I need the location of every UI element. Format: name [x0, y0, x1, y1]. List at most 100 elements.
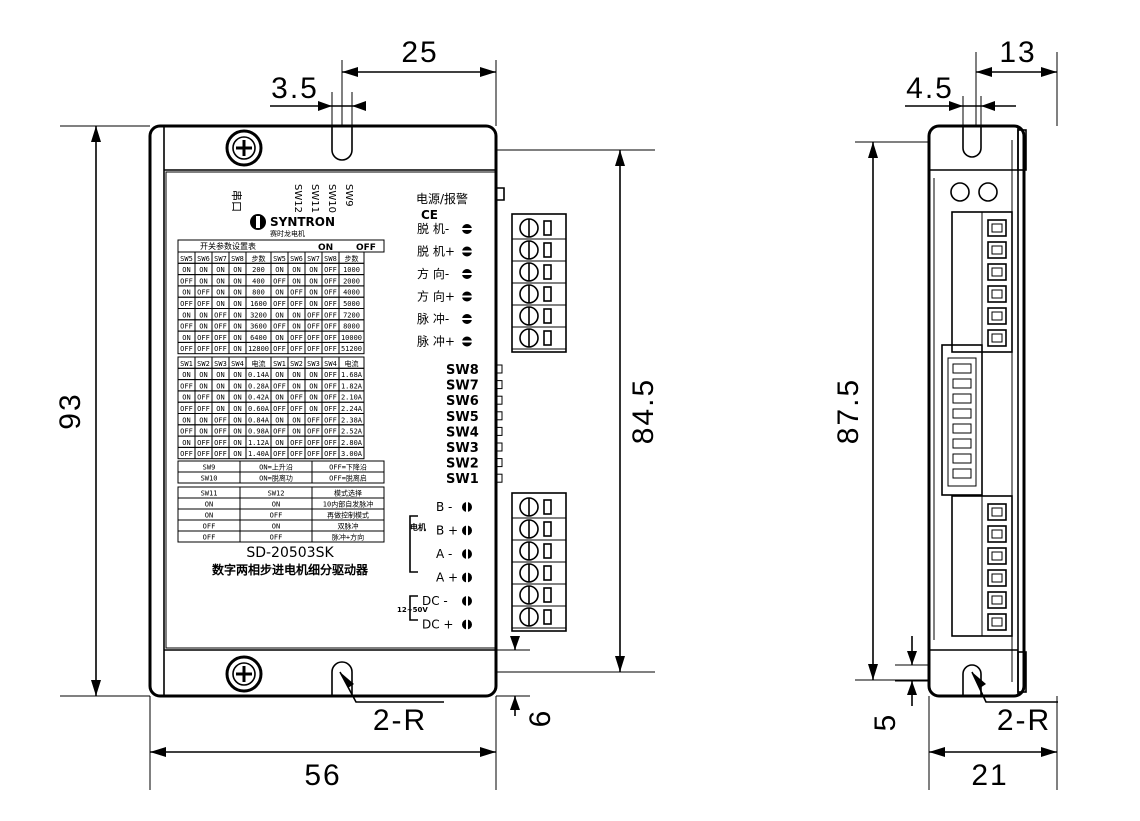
mode-table-cell: OFF — [270, 512, 283, 520]
step-table-cell: 8000 — [343, 323, 360, 331]
current-table-cell: ON — [275, 371, 283, 379]
current-table-cell: 2.52A — [341, 428, 363, 436]
current-table-cell: 2.38A — [341, 416, 363, 424]
current-table-cell: OFF — [307, 450, 320, 458]
step-table-cell: 3200 — [250, 311, 267, 319]
current-table-cell: 2.10A — [341, 394, 363, 402]
step-table-cell: OFF — [214, 311, 227, 319]
step-table-cell: ON — [275, 266, 283, 274]
step-table-cell: OFF — [273, 323, 286, 331]
step-table-cell: OFF — [197, 289, 210, 297]
current-table-cell: OFF — [324, 371, 337, 379]
current-table-cell: ON — [275, 439, 283, 447]
current-table-cell: ON — [275, 394, 283, 402]
current-table-cell: OFF — [214, 450, 227, 458]
step-table-cell: ON — [182, 311, 190, 319]
control-terminal-labels: 脱 机-脱 机+方 向-方 向+脉 冲-脉 冲+ — [417, 221, 472, 349]
brand-name-cn: 赛时龙电机 — [270, 229, 305, 238]
current-table-cell: OFF — [197, 405, 210, 413]
current-table-cell: OFF — [180, 405, 193, 413]
current-table-cell: ON — [292, 371, 300, 379]
voltage-label: 12~50V — [397, 606, 428, 614]
current-table-cell: ON — [233, 416, 241, 424]
step-table-cell: ON — [309, 289, 317, 297]
dim-front-height: 93 — [54, 392, 87, 429]
power-terminal-label: A + — [436, 571, 458, 585]
step-table-cell: ON — [216, 266, 224, 274]
current-table-cell: ON — [182, 439, 190, 447]
mode-table-row — [177, 530, 385, 543]
mode-table-cell: ON — [272, 523, 280, 531]
current-table-cell: ON — [199, 382, 207, 390]
step-table-cell: SW8 — [324, 255, 337, 263]
power-alarm-label: 电源/报警 — [416, 191, 468, 206]
current-table-cell: OFF — [324, 382, 337, 390]
current-table-cell: 电流 — [252, 359, 266, 368]
step-table-cell: 6400 — [250, 334, 267, 342]
mode-table-cell: OFF — [203, 534, 216, 542]
current-table-cell: SW3 — [307, 360, 320, 368]
mode-table-cell: ON — [205, 501, 213, 509]
dip-switch-label: SW6 — [446, 394, 479, 409]
current-table-cell: SW1 — [180, 360, 193, 368]
step-table-cell: ON — [233, 323, 241, 331]
step-table-cell: ON — [233, 300, 241, 308]
top-screw-icon — [225, 129, 263, 167]
step-table-cell: ON — [216, 277, 224, 285]
front-dimensions: 93 84.5 25 3.5 56 6 — [54, 36, 660, 792]
current-table-cell: 1.12A — [248, 439, 270, 447]
step-table-cell: OFF — [197, 334, 210, 342]
dip-switch-label: SW1 — [446, 472, 479, 487]
sw11-label: SW11 — [309, 184, 320, 213]
dim-front-width: 56 — [304, 759, 341, 792]
dip-switch-label: SW4 — [446, 425, 479, 440]
current-table-cell: 0.84A — [248, 416, 270, 424]
current-table-cell: OFF — [180, 428, 193, 436]
step-table-cell: OFF — [324, 289, 337, 297]
brand-name: SYNTRON — [270, 215, 335, 229]
current-table-cell: OFF — [197, 439, 210, 447]
mode-table-cell: ON — [205, 512, 213, 520]
control-terminal-label: 脱 机+ — [417, 244, 455, 259]
step-table-cell: SW6 — [290, 255, 303, 263]
current-table-cell: 0.60A — [248, 405, 270, 413]
current-table-cell: ON — [216, 371, 224, 379]
control-terminal-label: 脉 冲- — [417, 311, 449, 326]
dip-switch-label: SW5 — [446, 410, 479, 425]
model-number: SD-20503SK — [246, 545, 334, 561]
current-table-cell: OFF — [324, 428, 337, 436]
edge-table-cell: SW9 — [203, 464, 216, 472]
step-table-cell: OFF — [307, 311, 320, 319]
front-side-tab — [496, 187, 505, 201]
dim-side-height: 87.5 — [832, 378, 865, 444]
step-table-cell: ON — [216, 289, 224, 297]
step-table-cell: ON — [233, 311, 241, 319]
step-table-cell: OFF — [324, 323, 337, 331]
current-table-cell: ON — [182, 394, 190, 402]
step-table-cell: ON — [233, 345, 241, 353]
current-table-cell: 2.80A — [341, 439, 363, 447]
current-table-cell: ON — [309, 382, 317, 390]
step-table-cell: ON — [275, 311, 283, 319]
current-table-cell: OFF — [324, 450, 337, 458]
current-table-cell: ON — [309, 394, 317, 402]
current-table-cell: OFF — [273, 405, 286, 413]
current-table-cell: ON — [233, 405, 241, 413]
current-table-cell: 电流 — [345, 359, 359, 368]
step-table-cell: OFF — [180, 323, 193, 331]
step-table-cell: 3600 — [250, 323, 267, 331]
mode-table-cell: 脉冲+方向 — [332, 533, 364, 542]
step-table-cell: OFF — [324, 345, 337, 353]
current-table-cell: OFF — [273, 428, 286, 436]
step-table-cell: 10000 — [341, 334, 362, 342]
power-terminal-label: DC + — [422, 618, 454, 632]
step-table-cell: ON — [233, 289, 241, 297]
mode-table-cell: OFF — [203, 523, 216, 531]
current-table-cell: ON — [233, 450, 241, 458]
power-terminal-label: B + — [436, 524, 458, 538]
current-table-cell: SW2 — [290, 360, 303, 368]
current-table-cell: 0.42A — [248, 394, 270, 402]
